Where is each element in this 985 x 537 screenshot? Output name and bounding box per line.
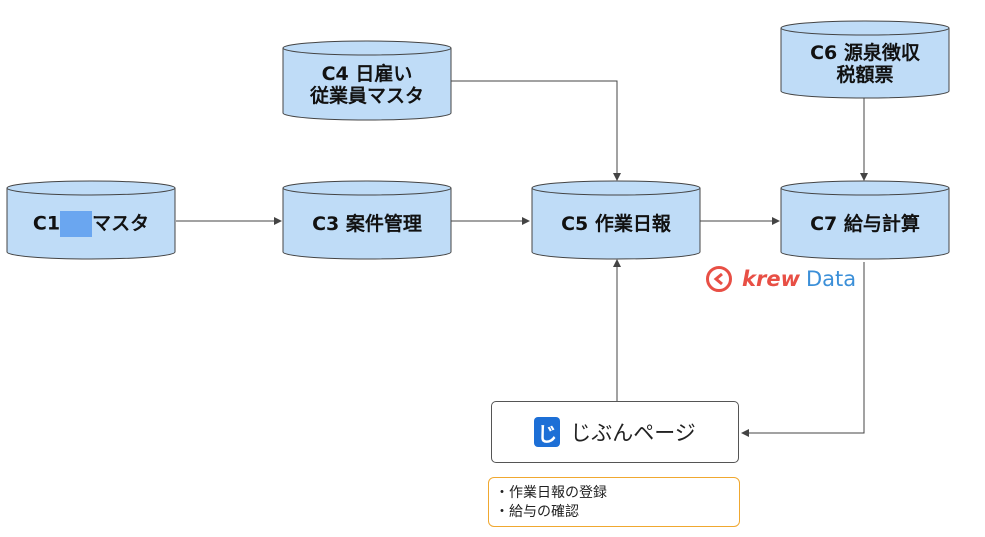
krew-product-text: Data [805,267,857,291]
node-c5-line-1: C5 作業日報 [561,213,671,235]
cylinder-c5 [531,180,701,260]
cylinder-c7 [780,180,950,260]
node-c6-line-2: 税額票 [836,64,894,86]
node-c6-label: C6 源泉徴収 税額票 [781,36,949,92]
node-c4-line-2: 従業員マスタ [309,85,424,107]
node-c1-rest: マスタ [92,212,150,235]
note-item-1: ・作業日報の登録 [495,485,607,501]
cylinder-c4 [282,40,452,121]
node-c3-label: C3 案件管理 [283,196,451,252]
node-c5-label: C5 作業日報 [532,196,700,252]
node-c7-label: C7 給与計算 [781,196,949,252]
node-c7-line-1: C7 給与計算 [810,213,920,235]
krew-data-logo: krew Data [706,266,856,292]
node-c3-line-1: C3 案件管理 [312,213,422,235]
node-c4-line-1: C4 日雇い [321,63,413,85]
jibun-page-node: じ じぶんページ [491,401,739,463]
arrow-c4-to-c5 [451,80,621,181]
notes-box: ・作業日報の登録 ・給与の確認 [488,477,740,527]
cylinder-c6 [780,20,950,99]
node-c4-label: C4 日雇い 従業員マスタ [283,56,451,114]
jibun-page-label: じぶんページ [570,421,696,445]
node-c6-line-1: C6 源泉徴収 [810,42,920,64]
krew-brand-text: krew [742,267,800,291]
connectors [176,80,868,437]
arrow-c7-to-jibun [741,262,865,437]
jibun-page-logo-icon: じ [534,417,561,447]
cylinder-c3 [282,180,452,260]
node-c1-label: C1 マスタ [7,196,175,252]
krew-logo-icon [706,266,732,292]
redacted-block [60,211,93,237]
note-item-2: ・給与の確認 [495,504,579,520]
node-c1-id: C1 [32,212,61,235]
